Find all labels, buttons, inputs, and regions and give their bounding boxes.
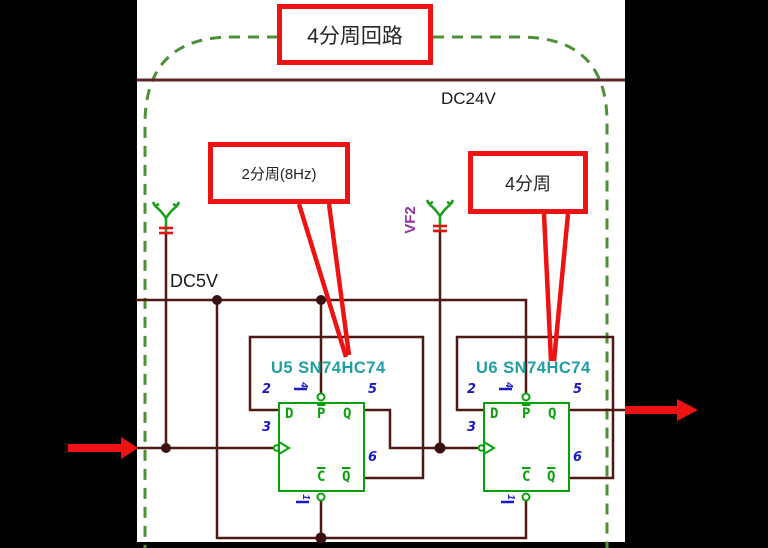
circuit-title-text: 4分周回路 [307, 24, 403, 48]
dc5v-rail-wire [135, 298, 528, 396]
callout-divide-by-4: 4分周 [468, 151, 588, 214]
u6-port-d: D [490, 406, 499, 422]
u6-pin-5: 5 [573, 382, 583, 397]
clock-input-triangles [278, 441, 496, 455]
signal-flow-arrows [68, 399, 698, 459]
input-testpoint-connector [151, 201, 181, 235]
u6-port-q: Q [548, 406, 557, 422]
circuit-wires [135, 230, 627, 540]
u6-flipflop-symbol: D P Q C Q [483, 402, 570, 492]
callout-pointer-lines [296, 203, 571, 362]
dc5v-label: DC5V [170, 271, 219, 291]
u5-pin-5: 5 [368, 382, 378, 397]
circuit-title-box: 4分周回路 [277, 4, 433, 65]
wire-junction-dots [161, 295, 446, 544]
pin-bubbles [272, 392, 531, 502]
u5-port-clear: C [317, 469, 326, 485]
callout-divide-by-2: 2分周(8Hz) [208, 142, 350, 204]
u5-pin-2: 2 [262, 382, 272, 397]
u6-port-clear: C [522, 469, 531, 485]
divider-boundary-dashed-border [143, 35, 609, 548]
u5-port-preset: P [317, 406, 326, 422]
u5-port-q: Q [343, 406, 352, 422]
preset-clear-pin-ticks [294, 387, 514, 504]
u5-flipflop-symbol: D P Q C Q [278, 402, 365, 492]
input-arrow-icon [68, 437, 138, 459]
callout-divide-by-4-text: 4分周 [504, 173, 551, 194]
u5-port-d: D [285, 406, 294, 422]
u5-q-to-u6-clk-wire [363, 408, 480, 450]
u6-pin-6: 6 [573, 450, 583, 465]
u6-pin-3: 3 [467, 420, 477, 435]
u5-reference-label: U5 SN74HC74 [271, 359, 386, 377]
clear-supply-wire [215, 298, 528, 540]
u6-reference-label: U6 SN74HC74 [476, 360, 591, 377]
u5-pin-6: 6 [368, 450, 378, 465]
u6-port-qbar: Q [547, 469, 556, 485]
output-arrow-icon [625, 399, 698, 421]
u5-feedback-wire [248, 335, 425, 480]
u5-pin-3: 3 [262, 420, 272, 435]
schematic-sheet [137, 0, 625, 542]
vf2-testpoint-connector [425, 199, 455, 233]
u6-port-preset: P [522, 406, 531, 422]
dc24v-label: DC24V [441, 89, 496, 108]
u6-pin-2: 2 [467, 382, 477, 397]
u5-port-qbar: Q [342, 469, 351, 485]
callout-divide-by-2-text: 2分周(8Hz) [241, 165, 317, 183]
u6-feedback-wire [455, 335, 615, 480]
